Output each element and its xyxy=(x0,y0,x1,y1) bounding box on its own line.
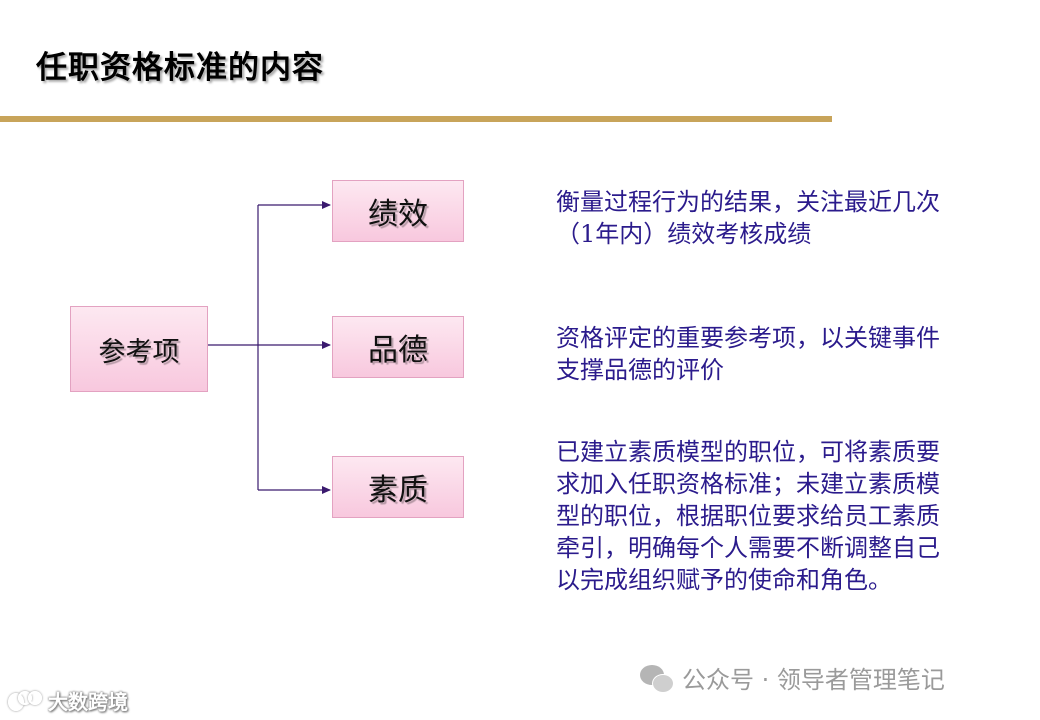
item-description-2: 资格评定的重要参考项，以关键事件支撑品德的评价 xyxy=(556,324,940,384)
item-node-2: 品德 xyxy=(332,316,464,378)
page-title: 任职资格标准的内容 xyxy=(36,50,324,86)
watermark-wechat: 公众号 · 领导者管理笔记 xyxy=(640,660,945,695)
wechat-icon xyxy=(640,663,674,693)
brand-logo-icon xyxy=(8,689,42,713)
item-description-3: 已建立素质模型的职位，可将素质要求加入任职资格标准；未建立素质模型的职位，根据职… xyxy=(556,438,940,594)
root-node: 参考项 xyxy=(70,306,208,392)
watermark-brand: 大数跨境 xyxy=(8,686,128,715)
item-node-1: 绩效 xyxy=(332,180,464,242)
watermark-left-text: 大数跨境 xyxy=(48,690,128,714)
item-node-3: 素质 xyxy=(332,456,464,518)
watermark-right-text: 公众号 · 领导者管理笔记 xyxy=(682,666,945,694)
item-description-1: 衡量过程行为的结果，关注最近几次（1年内）绩效考核成绩 xyxy=(556,188,940,248)
title-divider xyxy=(0,116,832,122)
